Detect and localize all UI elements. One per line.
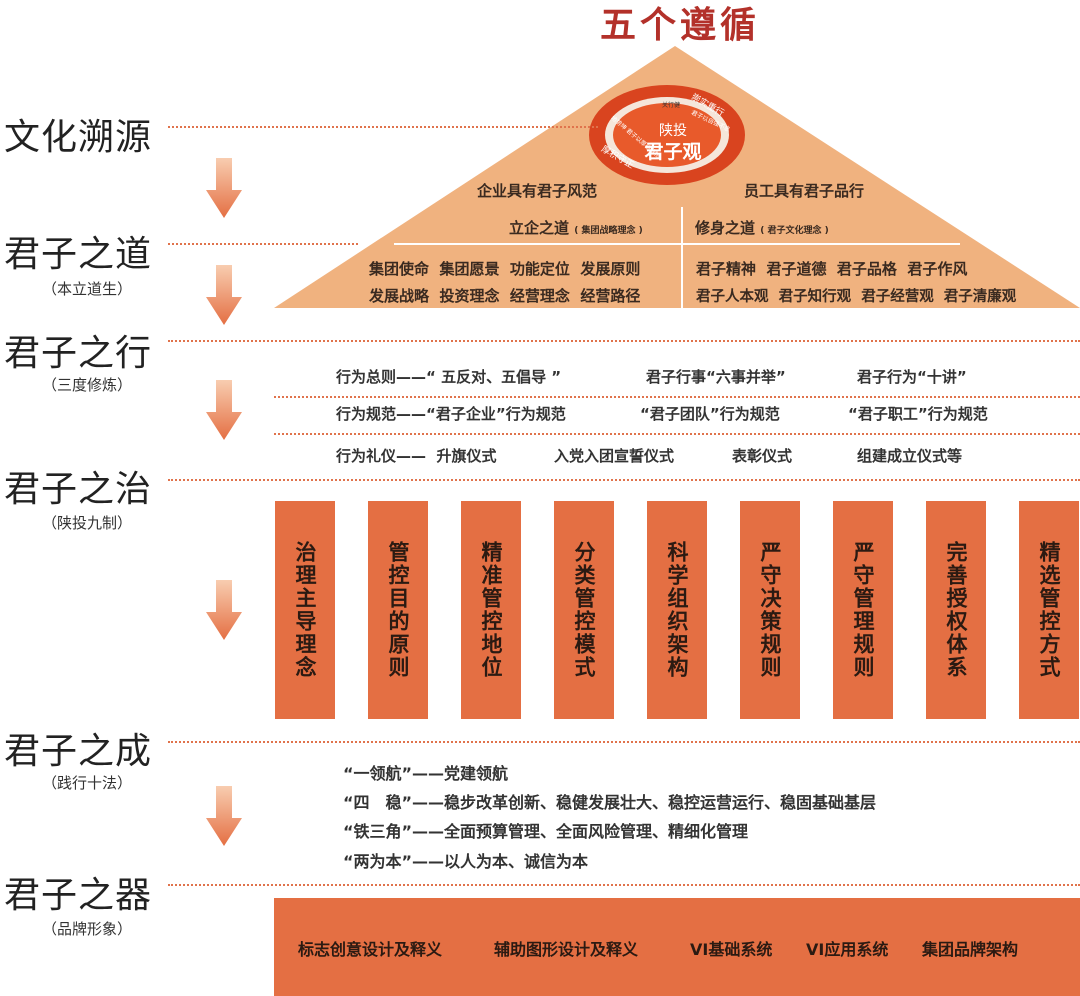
conduct-etiquette-flag: 行为礼仪—— 升旗仪式 (336, 447, 497, 465)
divider-line (168, 126, 598, 128)
roof-left-way-note: ( 集团战略理念 ) (574, 226, 643, 236)
method-item: “两为本”——以人为本、诚信为本 (343, 848, 588, 872)
roof-left-row1: 集团使命 集团愿景 功能定位 发展原则 (369, 260, 641, 278)
level-subtitle: （三度修炼） (41, 376, 132, 394)
pillar: 精准管控地位 (461, 501, 521, 719)
arrow-down-icon (206, 786, 242, 846)
divider-line (274, 433, 1080, 435)
pillar: 分类管控模式 (554, 501, 614, 719)
pillar-label: 精准管控地位 (479, 541, 503, 679)
diagram-title: 五个遵循 (599, 5, 760, 46)
conduct-etiquette-award: 表彰仪式 (732, 447, 793, 465)
brand-bar (274, 898, 1080, 996)
divider-line (274, 396, 1080, 398)
level-title: 君子之行 (4, 333, 153, 374)
roof-right-way-note: ( 君子文化理念 ) (760, 226, 829, 236)
level-subtitle: （践行十法） (41, 774, 132, 792)
arrow-down-icon (206, 380, 242, 440)
level-title: 君子之道 (4, 234, 153, 275)
roof-left-style: 企业具有君子风范 (477, 182, 598, 200)
method-text: ——全面预算管理、全面风险管理、精细化管理 (412, 822, 749, 841)
roof-left-way: 立企之道 (509, 219, 570, 237)
method-text: ——以人为本、诚信为本 (412, 852, 589, 871)
pillar: 完善授权体系 (926, 501, 986, 719)
pillar-label: 严守决策规则 (758, 541, 782, 679)
level-subtitle: （陕投九制） (41, 514, 132, 532)
pillar-label: 管控目的原则 (386, 541, 410, 679)
brand-item: 标志创意设计及释义 (298, 940, 443, 959)
pillar: 治理主导理念 (275, 501, 335, 719)
arrow-down-icon (206, 158, 242, 218)
method-item: “铁三角”——全面预算管理、全面风险管理、精细化管理 (343, 818, 748, 842)
emblem-icon (589, 85, 745, 185)
level-subtitle: （品牌形象） (41, 920, 132, 938)
divider-line (168, 479, 1080, 481)
roof-left-row2: 发展战略 投资理念 经营理念 经营路径 (369, 287, 641, 305)
conduct-ten: 君子行为“十讲” (857, 368, 967, 386)
brand-item: VI应用系统 (806, 940, 889, 959)
roof-right-style: 员工具有君子品行 (744, 182, 865, 200)
level-subtitle: （本立道生） (41, 280, 132, 298)
conduct-etiquette-oath: 入党入团宣誓仪式 (554, 447, 675, 465)
pillar-label: 分类管控模式 (572, 541, 596, 679)
level-title: 文化溯源 (4, 117, 153, 158)
pillar: 严守管理规则 (833, 501, 893, 719)
level-title: 君子之成 (4, 731, 153, 772)
method-text: ——党建领航 (412, 764, 509, 783)
method-label: “铁三角” (343, 822, 413, 841)
emblem-main: 君子观 (644, 141, 702, 163)
pillar-label: 完善授权体系 (944, 541, 968, 679)
divider-line (168, 884, 1080, 886)
pillar: 严守决策规则 (740, 501, 800, 719)
method-label: “四 稳” (343, 793, 413, 812)
pillar: 科学组织架构 (647, 501, 707, 719)
conduct-norm-enterprise: 行为规范——“君子企业”行为规范 (336, 405, 566, 423)
roof-right-row2: 君子人本观 君子知行观 君子经营观 君子清廉观 (696, 289, 1017, 305)
level-title: 君子之器 (4, 875, 153, 916)
brand-item: 集团品牌架构 (922, 940, 1019, 959)
method-label: “两为本” (343, 852, 413, 871)
divider-line (168, 741, 1080, 743)
roof-right-row1: 君子精神 君子道德 君子品格 君子作风 (696, 260, 968, 278)
pillar: 管控目的原则 (368, 501, 428, 719)
pillar-label: 治理主导理念 (293, 541, 317, 679)
divider-line (168, 340, 1080, 342)
method-text: ——稳步改革创新、稳健发展壮大、稳控运营运行、稳固基础基层 (412, 793, 877, 812)
method-label: “一领航” (343, 764, 413, 783)
arrow-down-icon (206, 580, 242, 640)
brand-item: VI基础系统 (690, 940, 773, 959)
pillar-label: 科学组织架构 (665, 541, 689, 679)
emblem-top: 陕投 (659, 123, 687, 139)
pillar: 精选管控方式 (1019, 501, 1079, 719)
method-item: “一领航”——党建领航 (343, 760, 508, 784)
arrow-down-icon (206, 265, 242, 325)
conduct-norm-staff: “君子职工”行为规范 (848, 405, 988, 423)
brand-item: 辅助图形设计及释义 (494, 940, 639, 959)
conduct-norm-team: “君子团队”行为规范 (640, 405, 780, 423)
conduct-affairs: 君子行事“六事并举” (646, 368, 786, 386)
pillar-label: 精选管控方式 (1037, 541, 1061, 679)
level-title: 君子之治 (4, 469, 153, 510)
emblem-inner1: 关行健 (662, 102, 681, 109)
roof-right-way: 修身之道 (695, 219, 756, 237)
conduct-etiquette-founding: 组建成立仪式等 (857, 447, 963, 465)
method-item: “四 稳”——稳步改革创新、稳健发展壮大、稳控运营运行、稳固基础基层 (343, 789, 876, 813)
conduct-general: 行为总则——“ 五反对、五倡导 ” (336, 368, 562, 386)
pillar-label: 严守管理规则 (851, 541, 875, 679)
divider-line (168, 243, 358, 245)
